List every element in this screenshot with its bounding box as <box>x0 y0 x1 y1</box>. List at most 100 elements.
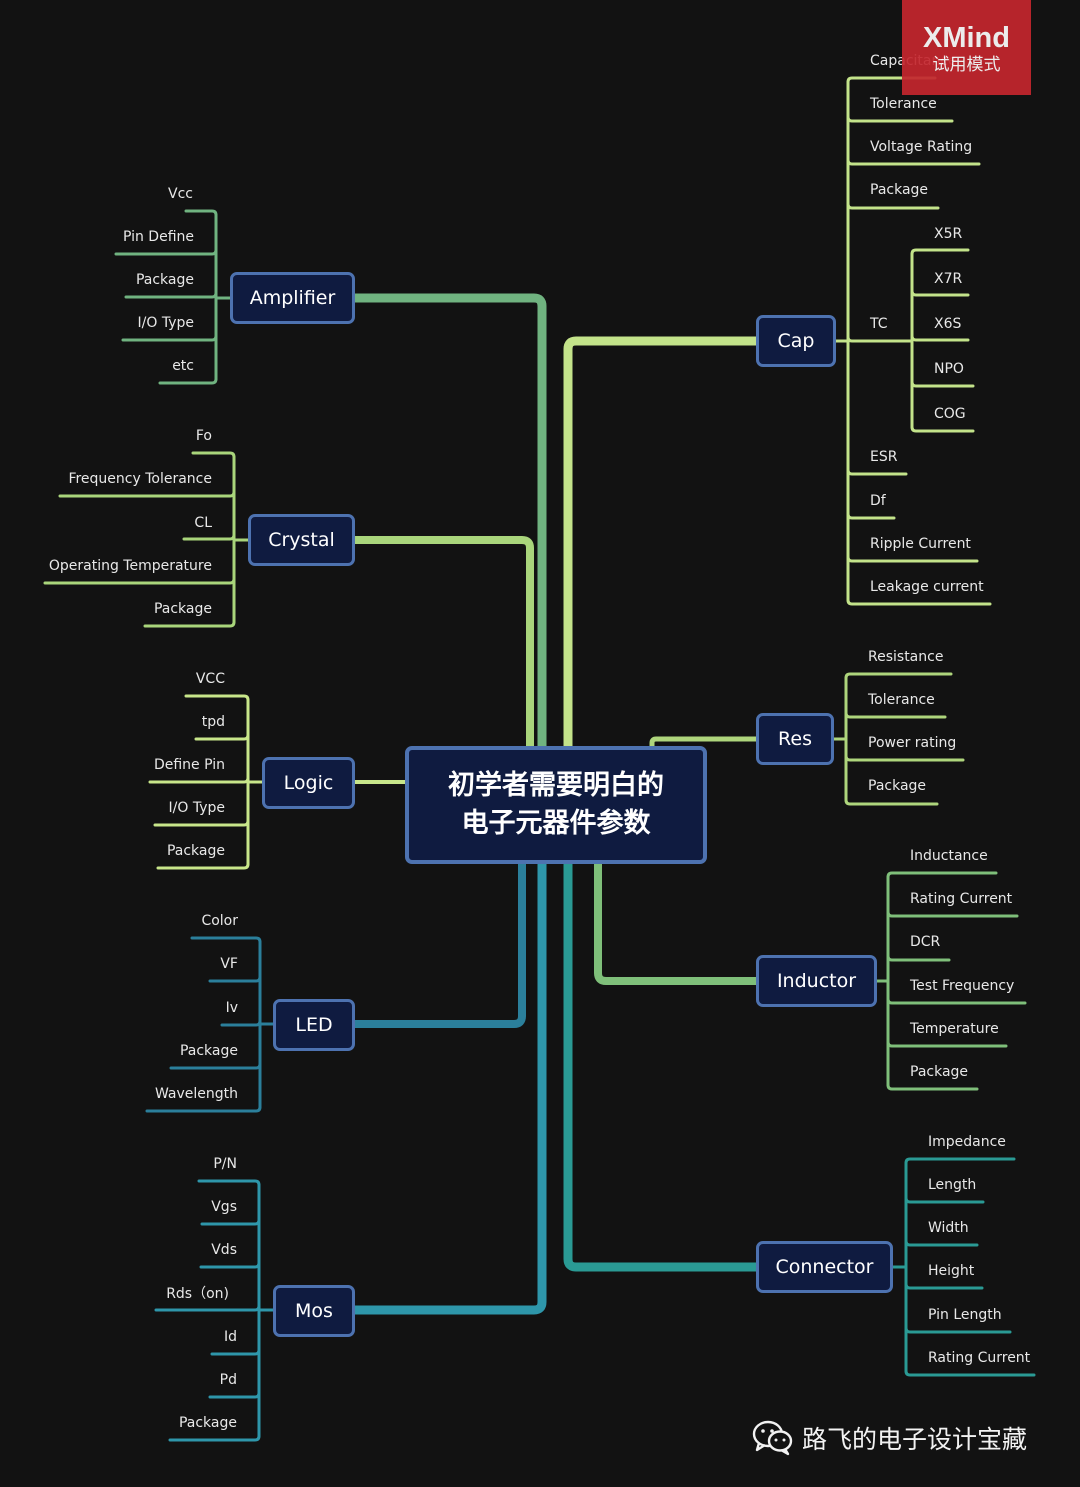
leaf-led-color[interactable]: Color <box>201 913 238 929</box>
leaf-mos-id[interactable]: Id <box>223 1329 237 1345</box>
connector-connector-leaf <box>904 1157 1016 1165</box>
leaf-inductor-temperature[interactable]: Temperature <box>910 1021 999 1037</box>
leaf-tc-x7r[interactable]: X7R <box>934 271 963 287</box>
trunk-connector <box>563 859 761 1272</box>
leaf-amplifier-pin-define[interactable]: Pin Define <box>122 229 194 245</box>
leaf-crystal-package[interactable]: Package <box>153 601 212 617</box>
leaf-inductor-test-frequency[interactable]: Test Frequency <box>910 978 1015 994</box>
connector-connector-leaf <box>904 1239 979 1247</box>
connector-amplifier-leaf <box>158 377 218 385</box>
topic-logic[interactable]: Logic <box>262 757 355 809</box>
leaf-cap-tolerance[interactable]: Tolerance <box>870 96 937 112</box>
connector-inductor-leaf <box>886 1040 1008 1048</box>
trunk-mos <box>350 859 547 1315</box>
leaf-cap-package[interactable]: Package <box>870 182 929 198</box>
leaf-logic-define-pin[interactable]: Define Pin <box>153 757 225 773</box>
leaf-logic-io-type[interactable]: I/O Type <box>168 800 225 816</box>
leaf-res-package[interactable]: Package <box>868 778 927 794</box>
leaf-led-wavelength[interactable]: Wavelength <box>154 1086 238 1102</box>
leaf-amplifier-vcc[interactable]: Vcc <box>168 186 193 202</box>
central-topic[interactable]: 初学者需要明白的 电子元器件参数 <box>405 746 707 864</box>
wechat-icon <box>752 1420 793 1456</box>
leaf-tc-cog[interactable]: COG <box>934 406 966 422</box>
leaf-mos-package[interactable]: Package <box>178 1415 237 1431</box>
leaf-amplifier-package[interactable]: Package <box>135 272 194 288</box>
leaf-inductor-dcr[interactable]: DCR <box>910 934 941 950</box>
leaf-cap-df[interactable]: Df <box>870 493 886 509</box>
connector-crystal-leaf <box>182 533 236 541</box>
leaf-connector-impedance[interactable]: Impedance <box>928 1134 1006 1150</box>
connector-res-leaf <box>844 711 947 719</box>
leaf-crystal-fo[interactable]: Fo <box>195 428 212 444</box>
leaf-crystal-cl[interactable]: CL <box>194 515 212 531</box>
connector-led-leaf <box>220 1019 262 1027</box>
topic-crystal[interactable]: Crystal <box>248 514 355 566</box>
connector-cap-tc-leaf <box>910 289 970 297</box>
leaf-led-iv[interactable]: Iv <box>225 1000 238 1016</box>
connector-logic-leaf <box>153 819 250 827</box>
leaf-cap-esr[interactable]: ESR <box>870 449 898 465</box>
leaf-connector-rating-current[interactable]: Rating Current <box>928 1350 1031 1366</box>
topic-inductor[interactable]: Inductor <box>756 955 877 1007</box>
connector-amplifier-leaf <box>121 334 218 342</box>
leaf-tc-x5r[interactable]: X5R <box>934 226 963 242</box>
topic-cap[interactable]: Cap <box>756 315 836 367</box>
connector-amplifier-leaf <box>184 209 218 217</box>
leaf-amplifier-etc[interactable]: etc <box>172 358 194 374</box>
leaf-tc-npo[interactable]: NPO <box>934 361 964 377</box>
leaf-inductor-package[interactable]: Package <box>910 1064 969 1080</box>
leaf-crystal-operating-temperature[interactable]: Operating Temperature <box>48 558 212 574</box>
leaf-logic-tpd[interactable]: tpd <box>201 714 225 730</box>
topic-res[interactable]: Res <box>756 713 834 765</box>
leaf-mos-pd[interactable]: Pd <box>219 1372 237 1388</box>
leaf-inductor-rating-current[interactable]: Rating Current <box>910 891 1013 907</box>
leaf-led-package[interactable]: Package <box>179 1043 238 1059</box>
leaf-cap-tc[interactable]: TC <box>870 316 888 332</box>
trunk-led <box>351 860 526 1028</box>
leaf-connector-height[interactable]: Height <box>928 1263 975 1279</box>
leaf-connector-length[interactable]: Length <box>928 1177 977 1193</box>
connector-logic-leaf <box>148 776 250 784</box>
topic-mos[interactable]: Mos <box>273 1285 355 1337</box>
connector-res-leaf <box>844 798 939 806</box>
leaf-mos-vgs[interactable]: Vgs <box>211 1199 237 1215</box>
leaf-crystal-frequency-tolerance[interactable]: Frequency Tolerance <box>68 471 212 487</box>
leaf-res-resistance[interactable]: Resistance <box>868 649 944 665</box>
leaf-cap-leakage-current[interactable]: Leakage current <box>870 579 984 595</box>
leaf-amplifier-io-type[interactable]: I/O Type <box>137 315 194 331</box>
connector-crystal-leaf <box>43 577 236 585</box>
leaf-connector-width[interactable]: Width <box>928 1220 969 1236</box>
leaf-mos-vds[interactable]: Vds <box>211 1242 237 1258</box>
connector-cap-leaf <box>846 158 981 166</box>
leaf-connector-pin-length[interactable]: Pin Length <box>928 1307 1002 1323</box>
leaf-res-tolerance[interactable]: Tolerance <box>868 692 935 708</box>
footer-text: 路飞的电子设计宝藏 <box>802 1425 1028 1454</box>
leaf-logic-package[interactable]: Package <box>166 843 225 859</box>
connector-cap-leaf <box>846 555 979 563</box>
topic-connector[interactable]: Connector <box>756 1241 893 1293</box>
connector-cap-tc-leaf <box>910 248 970 256</box>
leaf-res-power-rating[interactable]: Power rating <box>868 735 957 751</box>
leaf-inductor-inductance[interactable]: Inductance <box>910 848 988 864</box>
connector-cap-leaf <box>846 76 937 84</box>
connector-cap-leaf <box>846 202 940 210</box>
connector-led-leaf <box>145 1105 262 1113</box>
connector-mos-leaf <box>208 1391 261 1399</box>
connector-mos-leaf <box>199 1261 261 1269</box>
connector-res-leaf <box>844 672 953 680</box>
connector-res-leaf <box>844 754 965 762</box>
connector-led-leaf <box>208 975 262 983</box>
leaf-led-vf[interactable]: VF <box>220 956 238 972</box>
watermark-brand: XMind <box>923 22 1010 54</box>
topic-amplifier[interactable]: Amplifier <box>230 272 355 324</box>
connector-mos-leaf <box>200 1218 261 1226</box>
leaf-cap-ripple-current[interactable]: Ripple Current <box>870 536 971 552</box>
topic-led[interactable]: LED <box>273 999 355 1051</box>
leaf-logic-vcc[interactable]: VCC <box>195 671 225 687</box>
leaf-cap-voltage-rating[interactable]: Voltage Rating <box>870 139 973 155</box>
leaf-mos-rds-on[interactable]: Rds（on) <box>166 1286 229 1302</box>
leaf-tc-x6s[interactable]: X6S <box>934 316 962 332</box>
leaf-mos-pn[interactable]: P/N <box>213 1156 237 1172</box>
connector-cap-leaf <box>846 468 908 476</box>
